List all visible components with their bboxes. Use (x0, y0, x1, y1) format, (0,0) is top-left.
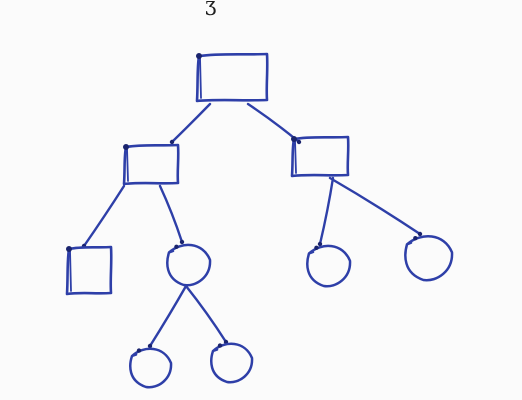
tree-node-left (122, 143, 180, 186)
tree-node-root (195, 52, 269, 103)
tree-edge-left-to-left-left (82, 184, 126, 248)
tree-edge-root-to-left (170, 102, 212, 144)
edge-ink-dot (147, 343, 153, 349)
tree-node-left-right (166, 243, 212, 287)
tree-edge-left-right-to-left-right-left (148, 284, 188, 348)
edge-ink-dot (317, 241, 323, 247)
tree-edge-left-right-to-left-right-right (184, 284, 228, 344)
tree-edge-root-to-right (246, 102, 301, 144)
tree-node-left-left (65, 245, 113, 296)
page-mark: ʒ (205, 0, 217, 16)
tree-edge-right-to-right-right (328, 176, 422, 236)
tree-edges (81, 102, 423, 349)
edge-ink-dot (169, 139, 175, 145)
tree-nodes (65, 52, 454, 389)
tree-node-right-left (306, 244, 352, 288)
tree-edge-left-to-left-right (158, 184, 184, 244)
tree-node-left-right-left (129, 347, 173, 389)
edge-ink-dot (296, 139, 302, 145)
tree-node-right (290, 135, 350, 178)
edge-ink-dot (417, 231, 423, 237)
tree-node-left-right-right (210, 342, 254, 384)
tree-node-right-right (404, 235, 454, 282)
edge-ink-dot (179, 239, 185, 245)
tree-edge-right-to-right-left (318, 176, 335, 246)
